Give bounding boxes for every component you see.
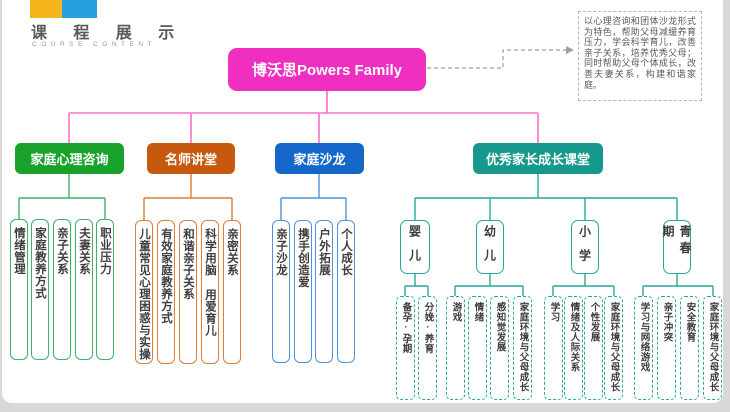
leaf-family-env-parent-growth-3: 家庭环境与父母成长 [703, 296, 722, 400]
leaf-play: 游戏 [446, 296, 465, 400]
leaf-parent-child-conflict: 亲子冲突 [657, 296, 676, 400]
leaf-perceptual-development: 感知觉发展 [490, 296, 509, 400]
leaf-safety-education: 安全教育 [680, 296, 699, 400]
leaf-study-online-games: 学习与网络游戏 [634, 296, 653, 400]
branch-parent-growth-class: 优秀家长成长课堂 [473, 143, 603, 174]
leaf-career-stress: 职业压力 [96, 219, 114, 360]
leaf-family-env-parent-growth-1: 家庭环境与父母成长 [513, 296, 532, 400]
logo-yellow-square-icon [30, 0, 62, 18]
leaf-outdoor-expansion: 户外拓展 [315, 220, 333, 363]
leaf-emotion-interpersonal: 情绪及人际关系 [564, 296, 583, 400]
leaf-intimate-relation: 亲密关系 [223, 220, 241, 364]
branch-family-psych-counseling: 家庭心理咨询 [15, 143, 124, 174]
leaf-delivery-nurture: 分娩·养育 [418, 296, 437, 400]
leaf-emotion-management: 情绪管理 [10, 219, 28, 360]
leaf-emotion: 情绪 [468, 296, 487, 400]
branch-family-salon: 家庭沙龙 [275, 143, 364, 174]
description-callout: 以心理咨询和团体沙龙形式为特色，帮助父母减缓养育压力，学会科学育儿，改善亲子关系… [578, 11, 702, 101]
page-title: 课程展示 [31, 25, 201, 42]
leaf-effective-parenting: 有效家庭教养方式 [157, 220, 175, 364]
branch-master-lectures: 名师讲堂 [147, 143, 235, 174]
leaf-create-love-together: 携手创造爱 [294, 220, 312, 363]
subnode-toddler: 幼儿 [476, 220, 504, 274]
leaf-preconception-pregnancy: 备孕·孕期 [396, 296, 415, 400]
leaf-scientific-brain-love: 科学用脑 用爱育儿 [201, 220, 219, 364]
leaf-parent-child-salon: 亲子沙龙 [272, 220, 290, 363]
leaf-child-psych-practice: 儿童常见心理困惑与实操 [135, 220, 153, 364]
leaf-harmonious-relation: 和谐亲子关系 [179, 220, 197, 364]
leaf-parenting-style: 家庭教养方式 [31, 219, 49, 360]
page-subtitle: COURSE CONTENT [32, 41, 157, 48]
subnode-infant: 婴儿 [400, 220, 430, 274]
subnode-primary-school: 小学 [571, 220, 599, 274]
leaf-personal-growth: 个人成长 [337, 220, 355, 363]
logo-blue-square-icon [62, 0, 97, 18]
leaf-parent-child-relation: 亲子关系 [53, 219, 71, 360]
leaf-marital-relation: 夫妻关系 [75, 219, 93, 360]
leaf-personality-development: 个性发展 [584, 296, 603, 400]
root-node: 博沃思Powers Family [228, 48, 426, 91]
leaf-family-env-parent-growth-2: 家庭环境与父母成长 [604, 296, 623, 400]
leaf-study: 学习 [544, 296, 563, 400]
subnode-adolescence: 青春期 [661, 220, 692, 274]
